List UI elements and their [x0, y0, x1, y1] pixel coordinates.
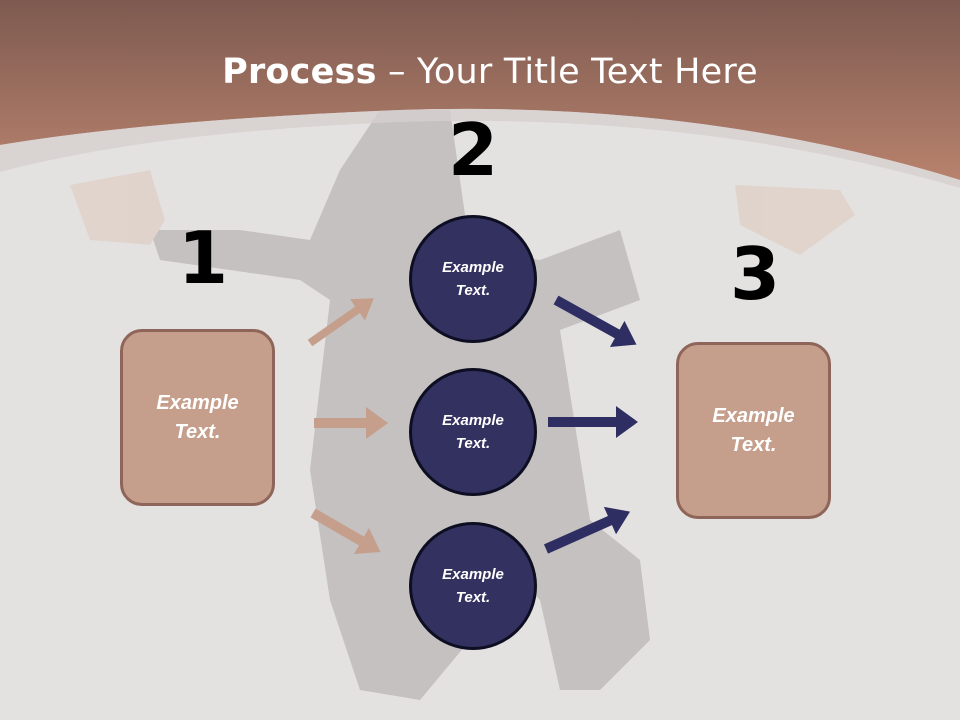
arrow-left-up	[307, 298, 374, 347]
arrow-right-down	[553, 295, 637, 348]
arrow-left-middle	[314, 407, 388, 439]
right-box: Example Text.	[676, 342, 831, 519]
page-title: Process – Your Title Text Here	[0, 52, 960, 92]
header-arc	[0, 108, 960, 188]
left-box-text: Example Text.	[156, 391, 239, 443]
arrow-left-down	[310, 508, 381, 554]
circle-top: Example Text.	[409, 215, 537, 343]
step-number-3: 3	[730, 232, 781, 316]
circle-bottom: Example Text.	[409, 522, 537, 650]
step-number-1: 1	[178, 216, 229, 300]
circle-bottom-text: Example Text.	[442, 566, 504, 606]
circle-middle-text: Example Text.	[442, 412, 504, 452]
circle-middle: Example Text.	[409, 368, 537, 496]
title-rest: – Your Title Text Here	[376, 52, 758, 92]
right-box-text: Example Text.	[712, 404, 795, 456]
left-box: Example Text.	[120, 329, 275, 506]
arrow-right-up	[543, 506, 631, 554]
arrow-right-middle	[548, 406, 638, 438]
circle-top-text: Example Text.	[442, 259, 504, 299]
step-number-2: 2	[448, 108, 499, 192]
header-band	[0, 0, 960, 180]
title-bold: Process	[222, 52, 377, 92]
